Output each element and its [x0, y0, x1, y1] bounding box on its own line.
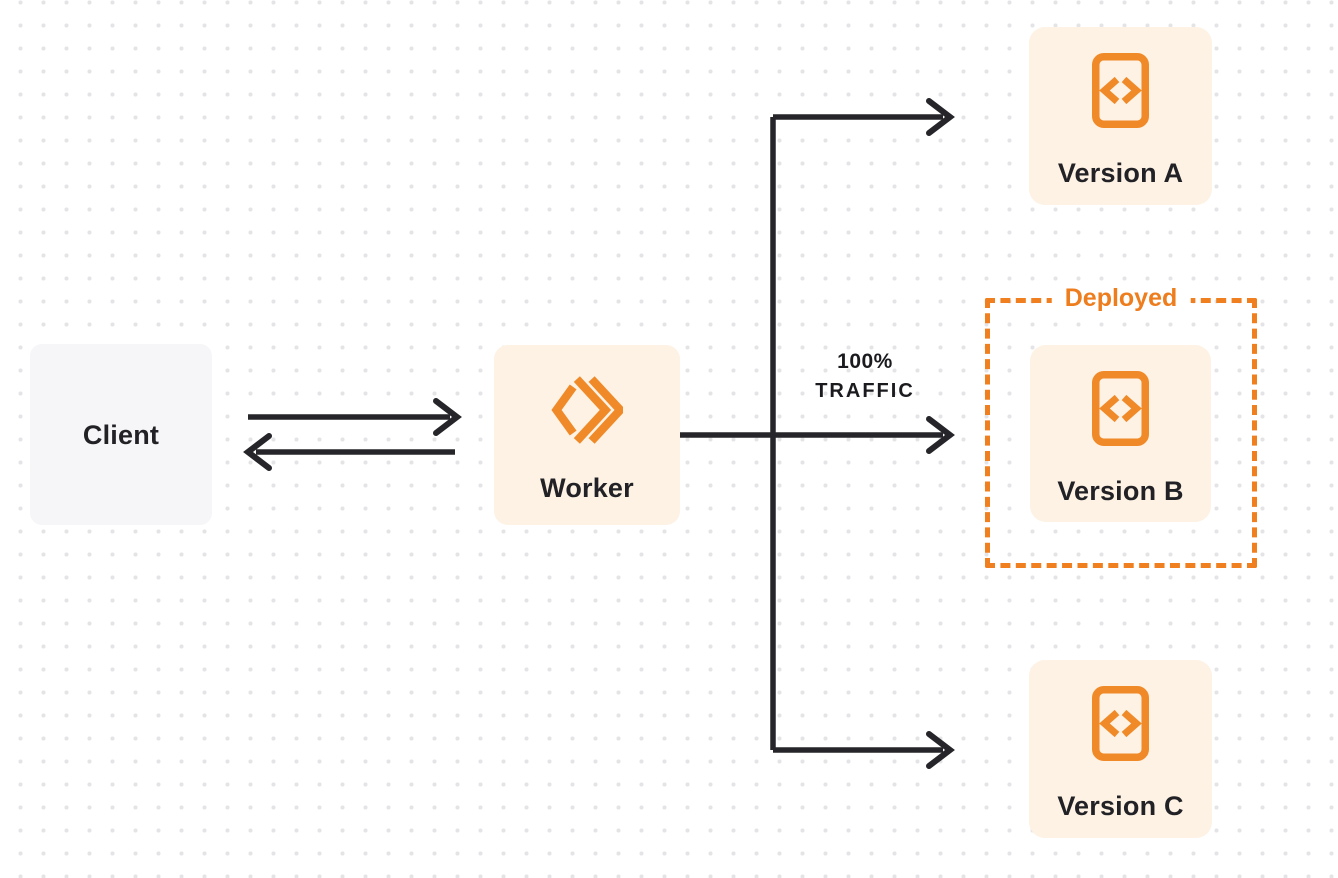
code-file-icon [1092, 686, 1149, 761]
version-c-node: Version C [1029, 660, 1212, 838]
client-to-worker-arrowhead [433, 398, 462, 436]
version-a-node: Version A [1029, 27, 1212, 205]
client-label: Client [82, 419, 160, 450]
branch-to-version-c-arrowhead [926, 731, 955, 769]
worker-to-version-b-arrowhead [926, 416, 955, 454]
version-b-label: Version B [1057, 476, 1184, 506]
traffic-percent-text: 100% [837, 350, 893, 373]
deployed-group-label: Deployed [1051, 282, 1191, 314]
code-file-icon [1092, 371, 1149, 446]
traffic-edge-label: 100% TRAFFIC [790, 349, 940, 408]
traffic-word-text: TRAFFIC [815, 380, 915, 402]
code-file-icon [1092, 53, 1149, 128]
workers-logo-icon [551, 376, 623, 444]
worker-node: Worker [494, 345, 680, 525]
version-c-label: Version C [1057, 791, 1184, 821]
client-node: Client [30, 344, 212, 525]
worker-label: Worker [540, 473, 634, 503]
branch-to-version-a-arrowhead [926, 98, 955, 136]
deployed-group-outline: Deployed [985, 282, 1257, 568]
version-b-node: Version B [1030, 345, 1211, 522]
version-a-label: Version A [1057, 158, 1184, 188]
worker-to-client-arrowhead [243, 433, 272, 471]
